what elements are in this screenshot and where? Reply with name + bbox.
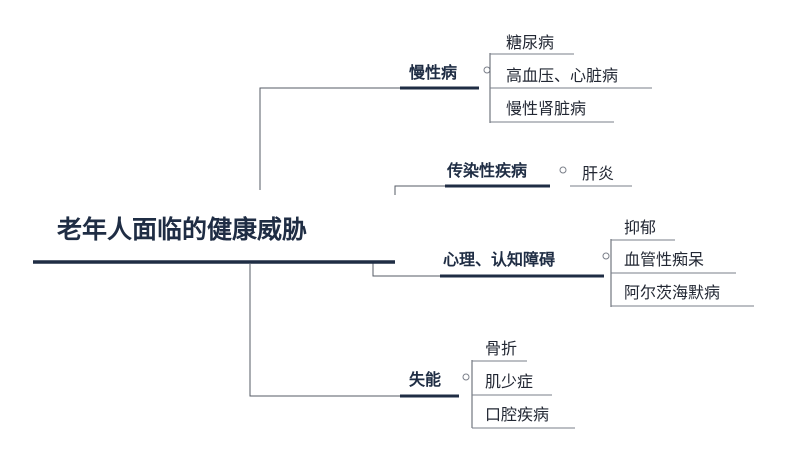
leaf-node[interactable]: 口腔疾病	[472, 405, 575, 429]
leaf-node[interactable]: 骨折	[472, 339, 527, 362]
connector-root-infectious	[394, 185, 445, 195]
branch-chronic-disease[interactable]: 慢性病 糖尿病 高血压、心脏病 慢性肾脏病	[400, 33, 652, 123]
collapse-toggle-icon[interactable]	[559, 166, 567, 174]
leaf-label: 抑郁	[624, 218, 656, 237]
leaf-node[interactable]: 血管性痴呆	[611, 250, 736, 274]
leaf-label: 肌少症	[485, 372, 533, 391]
leaf-node[interactable]: 糖尿病	[490, 33, 574, 55]
leaf-label: 阿尔茨海默病	[624, 283, 720, 302]
leaf-node[interactable]: 慢性肾脏病	[490, 99, 614, 123]
branch-label: 失能	[409, 370, 441, 389]
collapse-toggle-icon[interactable]	[462, 373, 470, 381]
branch-label: 传染性疾病	[446, 161, 527, 180]
leaf-node[interactable]: 抑郁	[611, 218, 675, 241]
connector-root-lower	[249, 264, 400, 397]
leaf-node[interactable]: 高血压、心脏病	[490, 66, 652, 89]
leaf-node[interactable]: 阿尔茨海默病	[611, 283, 754, 307]
branch-disability[interactable]: 失能 骨折 肌少症 口腔疾病	[400, 339, 575, 429]
leaf-node[interactable]: 肝炎	[570, 164, 632, 187]
collapse-toggle-icon[interactable]	[602, 252, 610, 260]
leaf-label: 高血压、心脏病	[506, 66, 618, 85]
branch-label: 慢性病	[409, 63, 457, 82]
leaf-label: 血管性痴呆	[624, 250, 704, 269]
collapse-toggle-icon[interactable]	[483, 66, 491, 74]
branch-label: 心理、认知障碍	[443, 250, 555, 269]
leaf-label: 口腔疾病	[485, 405, 549, 424]
leaf-label: 骨折	[485, 339, 517, 358]
leaf-label: 肝炎	[582, 164, 614, 183]
branch-infectious-disease[interactable]: 传染性疾病 肝炎	[445, 161, 632, 188]
leaf-label: 糖尿病	[506, 33, 554, 52]
root-title: 老年人面临的健康威胁	[57, 215, 307, 244]
root-node[interactable]: 老年人面临的健康威胁	[33, 215, 395, 264]
leaf-node[interactable]: 肌少症	[472, 372, 552, 396]
connector-root-upper	[259, 87, 400, 190]
leaf-label: 慢性肾脏病	[506, 99, 586, 118]
branch-mental-cognitive[interactable]: 心理、认知障碍 抑郁 血管性痴呆 阿尔茨海默病	[440, 218, 754, 307]
connector-root-mental	[372, 262, 440, 277]
